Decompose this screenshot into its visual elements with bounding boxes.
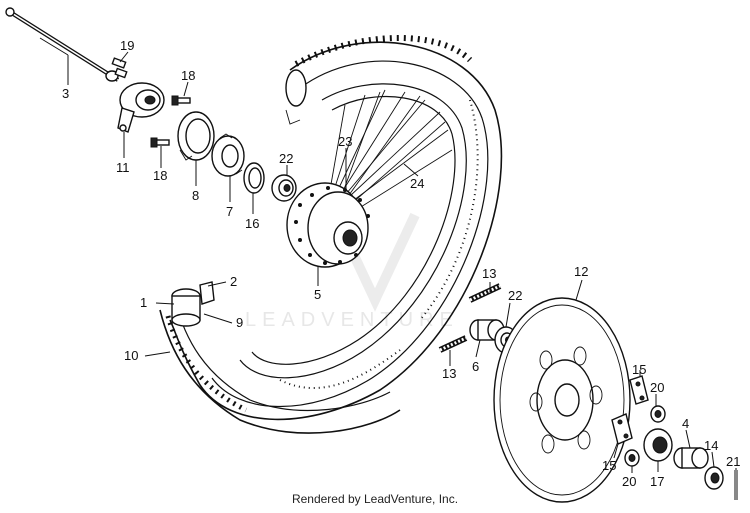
callout-23: 23 bbox=[338, 134, 352, 149]
watermark-text: LEADVENTURE bbox=[245, 309, 459, 331]
callout-14: 14 bbox=[704, 438, 718, 453]
callout-12: 12 bbox=[574, 264, 588, 279]
gear-retainer bbox=[177, 111, 215, 161]
callout-13-lower: 13 bbox=[442, 366, 456, 381]
bolt-19 bbox=[111, 57, 128, 79]
axle bbox=[5, 7, 120, 82]
bolt-13-lower bbox=[438, 335, 468, 353]
collar bbox=[673, 447, 709, 469]
axle-nut bbox=[704, 466, 724, 490]
callout-1: 1 bbox=[140, 295, 147, 310]
speedometer-gear bbox=[211, 133, 245, 177]
callout-18-lower: 18 bbox=[153, 168, 167, 183]
callout-3: 3 bbox=[62, 86, 69, 101]
callout-8: 8 bbox=[192, 188, 199, 203]
lock-plate-lower bbox=[611, 413, 633, 445]
screw-18-upper bbox=[171, 95, 191, 106]
flange-nut bbox=[643, 428, 673, 462]
callout-17: 17 bbox=[650, 474, 664, 489]
callout-2: 2 bbox=[230, 274, 237, 289]
nut-20-lower bbox=[624, 449, 640, 467]
callout-13-upper: 13 bbox=[482, 266, 496, 281]
callout-10: 10 bbox=[124, 348, 138, 363]
footer-credit: Rendered by LeadVenture, Inc. bbox=[291, 492, 459, 506]
bearing-left bbox=[271, 174, 297, 202]
callout-21: 21 bbox=[726, 454, 740, 469]
brake-disc bbox=[493, 297, 631, 503]
callout-4: 4 bbox=[682, 416, 689, 431]
callout-22-right: 22 bbox=[508, 288, 522, 303]
tire-section bbox=[159, 281, 401, 434]
callout-22-left: 22 bbox=[279, 151, 293, 166]
callout-15-upper: 15 bbox=[632, 362, 646, 377]
oil-seal bbox=[243, 162, 265, 194]
callout-20-lower: 20 bbox=[622, 474, 636, 489]
callout-19: 19 bbox=[120, 38, 134, 53]
callout-labels: 3 19 18 11 18 8 7 16 22 23 24 5 2 1 9 10… bbox=[62, 38, 740, 489]
callout-24: 24 bbox=[410, 176, 424, 191]
callout-9: 9 bbox=[236, 315, 243, 330]
callout-15-lower: 15 bbox=[602, 458, 616, 473]
wheel-tire bbox=[169, 35, 503, 421]
lock-plate-upper bbox=[629, 375, 649, 405]
screw-18-lower bbox=[150, 137, 170, 148]
callout-5: 5 bbox=[314, 287, 321, 302]
callout-6: 6 bbox=[472, 359, 479, 374]
callout-16: 16 bbox=[245, 216, 259, 231]
callout-20-upper: 20 bbox=[650, 380, 664, 395]
speedometer-gearbox bbox=[117, 82, 165, 133]
callout-18-upper: 18 bbox=[181, 68, 195, 83]
nut-20-upper bbox=[650, 405, 666, 423]
callout-7: 7 bbox=[226, 204, 233, 219]
bolt-13-upper bbox=[468, 283, 502, 303]
wheel-hub bbox=[286, 182, 370, 268]
leader-lines bbox=[39, 37, 737, 473]
callout-11: 11 bbox=[116, 160, 130, 175]
